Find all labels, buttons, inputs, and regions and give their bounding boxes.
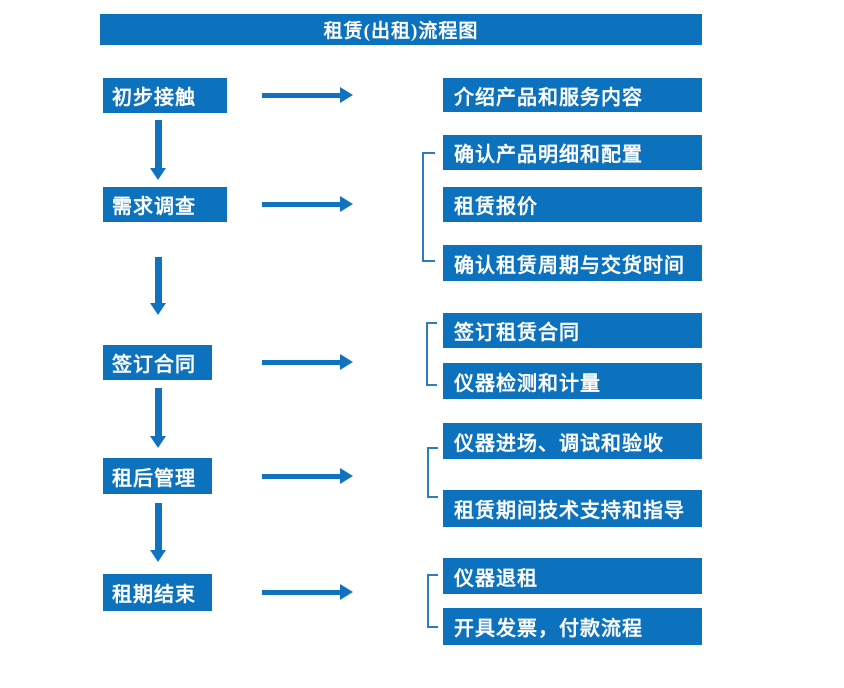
arrow-shaft xyxy=(262,474,340,479)
step-box-sign-contract: 签订合同 xyxy=(103,345,212,380)
step-box-rental-end: 租期结束 xyxy=(103,574,212,611)
arrow-shaft xyxy=(155,388,162,437)
group-bracket xyxy=(427,447,438,498)
arrow-head xyxy=(150,550,166,562)
detail-box-rental-quote: 租赁报价 xyxy=(443,187,702,222)
diagram-title: 租赁(出租)流程图 xyxy=(100,14,702,45)
arrow-shaft xyxy=(262,360,340,365)
arrow-shaft xyxy=(262,202,340,207)
down-arrow xyxy=(150,257,167,315)
down-arrow xyxy=(150,120,167,180)
detail-box-invoice-payment: 开具发票，付款流程 xyxy=(443,608,702,645)
detail-box-instrument-inspection: 仪器检测和计量 xyxy=(443,363,702,399)
group-bracket xyxy=(422,152,435,262)
arrow-head xyxy=(150,436,166,448)
right-arrow xyxy=(262,87,353,103)
arrow-shaft xyxy=(155,120,162,169)
arrow-head xyxy=(340,468,353,484)
arrow-shaft xyxy=(262,590,340,595)
down-arrow xyxy=(150,503,167,562)
group-bracket xyxy=(427,574,438,628)
group-bracket xyxy=(426,322,437,386)
arrow-head xyxy=(150,168,166,180)
arrow-shaft xyxy=(155,503,162,551)
step-box-post-rental-mgmt: 租后管理 xyxy=(103,458,212,494)
arrow-shaft xyxy=(155,257,162,304)
detail-box-sign-rental-contract: 签订租赁合同 xyxy=(443,313,702,348)
arrow-head xyxy=(340,87,353,103)
step-box-initial-contact: 初步接触 xyxy=(103,78,227,113)
detail-box-instrument-return: 仪器退租 xyxy=(443,558,702,594)
detail-box-tech-support: 租赁期间技术支持和指导 xyxy=(443,490,702,527)
detail-box-introduce-products: 介绍产品和服务内容 xyxy=(443,78,702,112)
detail-box-confirm-period: 确认租赁周期与交货时间 xyxy=(443,245,702,281)
right-arrow xyxy=(262,468,353,484)
right-arrow xyxy=(262,584,353,600)
arrow-head xyxy=(150,303,166,315)
arrow-head xyxy=(340,354,353,370)
detail-box-confirm-product-spec: 确认产品明细和配置 xyxy=(443,135,702,170)
step-box-demand-survey: 需求调查 xyxy=(103,187,227,222)
arrow-head xyxy=(340,584,353,600)
detail-box-instrument-setup: 仪器进场、调试和验收 xyxy=(443,423,702,459)
arrow-head xyxy=(340,196,353,212)
right-arrow xyxy=(262,196,353,212)
arrow-shaft xyxy=(262,93,340,98)
down-arrow xyxy=(150,388,167,448)
right-arrow xyxy=(262,354,353,370)
